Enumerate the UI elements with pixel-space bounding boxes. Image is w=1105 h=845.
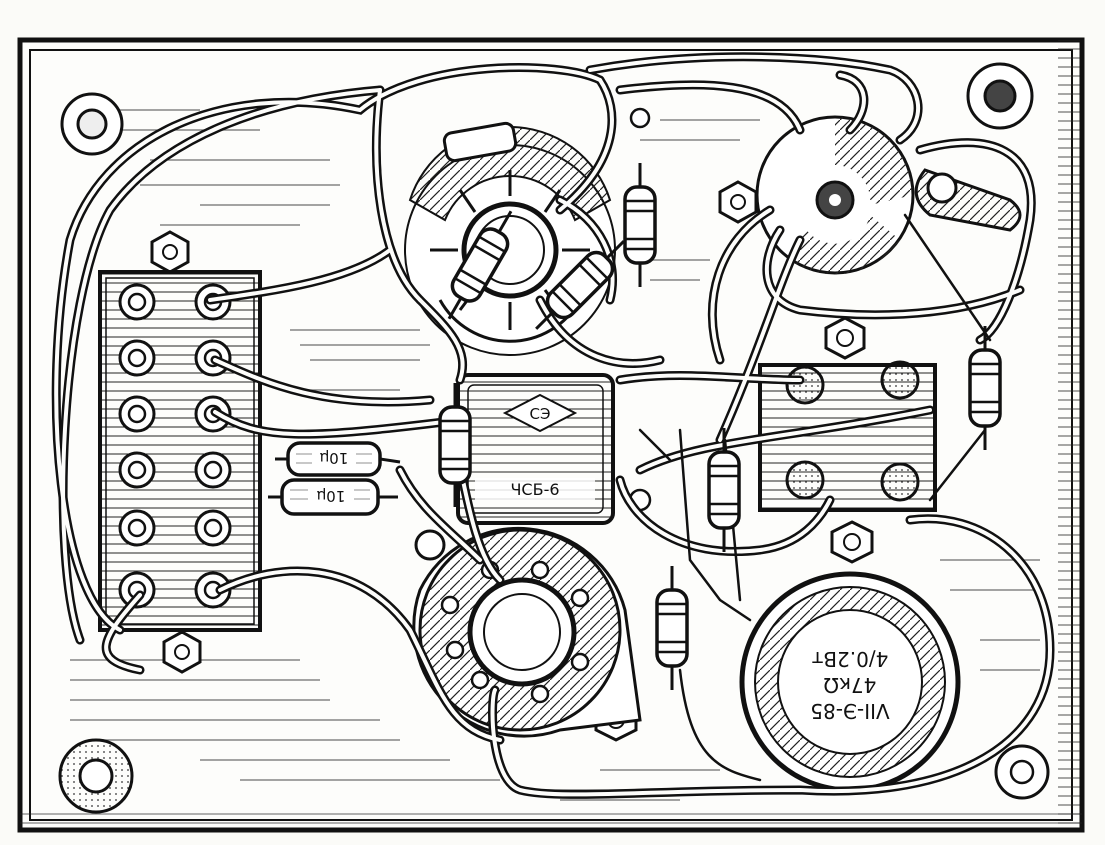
mounting-hole-bottom-left [58, 738, 134, 814]
terminal-lug [194, 451, 232, 489]
pot-label-1: VII-Э-85 [810, 699, 889, 723]
terminal-lug [118, 509, 156, 547]
resistor [447, 210, 513, 320]
terminal-lugs [118, 283, 232, 609]
transformer-mark: СЭ [530, 405, 551, 423]
resistor [438, 383, 472, 507]
valve-socket-lower [412, 526, 642, 738]
valve-socket-right [755, 115, 915, 275]
pot-label-3: 4/0.2Вт [811, 647, 888, 671]
wiring [51, 52, 1055, 799]
trimmer-lug [914, 168, 1022, 232]
nut [162, 630, 202, 674]
terminal-lug [118, 451, 156, 489]
terminal-lug [194, 509, 232, 547]
capacitor-lower: 10μ [268, 478, 398, 516]
terminal-strip [98, 270, 262, 632]
output-block [758, 360, 937, 512]
nut [718, 180, 758, 224]
resistor [655, 566, 689, 690]
mounting-hole-bottom-right [994, 744, 1050, 800]
capacitor-upper: 10μ [275, 441, 401, 477]
capacitor-upper-label: 10μ [319, 449, 348, 467]
output-transformer: СЭ ЧСБ-6 [456, 373, 615, 525]
terminal-lug [118, 283, 156, 321]
volume-potentiometer: VII-Э-85 47кΩ 4/0.2Вт [739, 571, 961, 793]
nut [830, 520, 874, 564]
pot-label-2: 47кΩ [824, 673, 877, 697]
resistor [623, 163, 657, 287]
mounting-hole-top-left [60, 92, 124, 156]
resistor [968, 326, 1002, 450]
transformer-label: ЧСБ-6 [510, 480, 559, 499]
mounting-hole-top-right [966, 62, 1034, 130]
resistors [438, 163, 1002, 690]
resistor [535, 240, 625, 330]
terminal-lug [118, 395, 156, 433]
nut [824, 316, 866, 360]
nut [150, 230, 190, 274]
terminal-lug [118, 339, 156, 377]
small-hole [414, 107, 652, 561]
capacitor-lower-label: 10μ [316, 487, 345, 505]
resistor [707, 428, 741, 552]
terminal-lug [194, 571, 232, 609]
